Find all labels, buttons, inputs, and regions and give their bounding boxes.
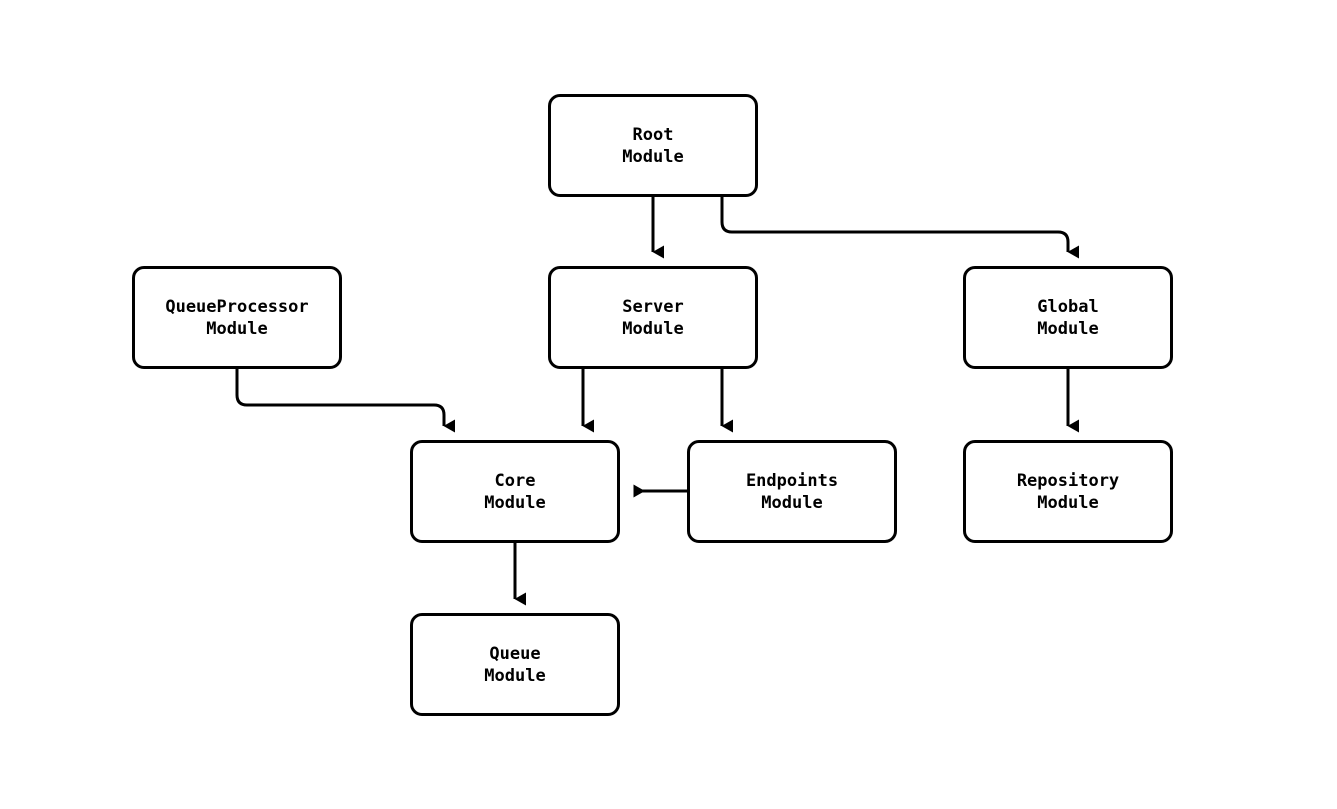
node-label-line2: Module (761, 492, 823, 513)
node-global-module[interactable]: Global Module (963, 266, 1173, 369)
node-label-line2: Module (484, 665, 546, 686)
node-label-line1: Queue (489, 643, 541, 664)
edge-queueprocessor-to-core (235, 369, 455, 433)
node-label-line2: Module (1037, 492, 1099, 513)
node-label-line1: Server (622, 296, 684, 317)
node-root-module[interactable]: Root Module (548, 94, 758, 197)
node-label-line2: Module (484, 492, 546, 513)
node-label-line2: Module (622, 318, 684, 339)
node-label-line1: Repository (1016, 470, 1120, 491)
node-server-module[interactable]: Server Module (548, 266, 758, 369)
node-label-line1: Core (494, 470, 536, 491)
node-endpoints-module[interactable]: Endpoints Module (687, 440, 897, 543)
node-label-line1: QueueProcessor (165, 296, 309, 317)
edge-root-to-global (720, 197, 1079, 259)
node-label-line2: Module (1037, 318, 1099, 339)
node-label-line2: Module (206, 318, 268, 339)
node-queueprocessor-module[interactable]: QueueProcessor Module (132, 266, 342, 369)
node-label-line1: Endpoints (745, 470, 839, 491)
node-core-module[interactable]: Core Module (410, 440, 620, 543)
node-repository-module[interactable]: Repository Module (963, 440, 1173, 543)
node-label-line1: Global (1037, 296, 1099, 317)
node-queue-module[interactable]: Queue Module (410, 613, 620, 716)
node-label-line1: Root (632, 124, 674, 145)
node-label-line2: Module (622, 146, 684, 167)
